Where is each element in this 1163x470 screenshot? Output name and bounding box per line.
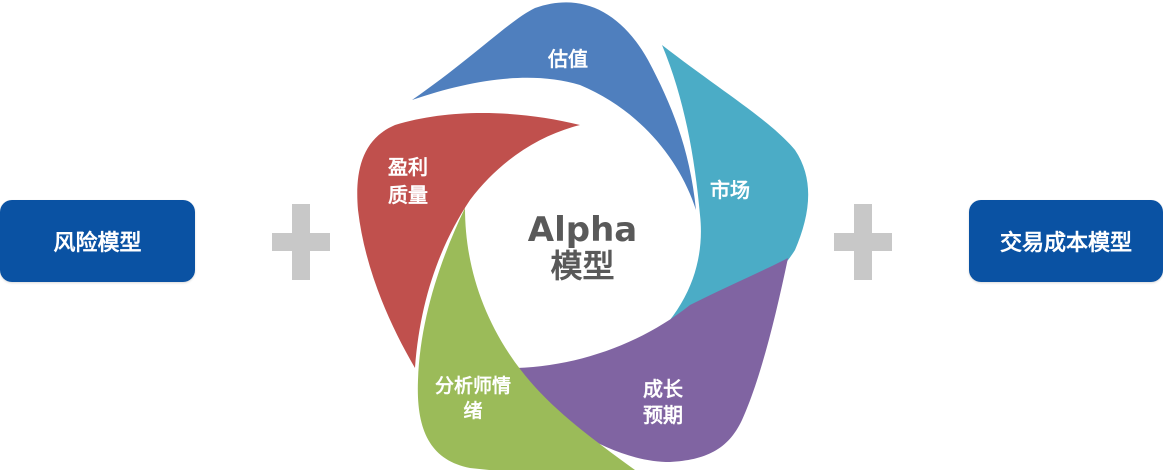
label-growth-2: 预期 [643,403,683,427]
alpha-wheel-diagram: 估值 市场 成长 预期 分析师情 绪 盈利 质量 [357,2,809,470]
label-market: 市场 [710,178,750,202]
transaction-cost-model-box: 交易成本模型 [969,200,1163,282]
alpha-model-center-label: Alpha 模型 [500,212,665,284]
segment-valuation [412,2,696,210]
plus-icon-right [834,204,892,280]
label-earnings-1: 盈利 [387,155,428,179]
plus-icon-left [272,204,330,280]
label-valuation: 估值 [547,47,588,71]
transaction-cost-model-label: 交易成本模型 [999,231,1132,256]
center-line-1: Alpha [527,210,638,250]
label-growth-1: 成长 [643,377,684,401]
segment-growth [500,258,788,462]
segment-earnings [357,112,580,368]
risk-model-label: 风险模型 [53,231,142,256]
center-line-2: 模型 [550,247,615,285]
label-earnings-2: 质量 [388,183,428,207]
segment-analyst [417,208,635,470]
label-analyst-2: 绪 [463,399,482,422]
label-analyst-1: 分析师情 [435,374,511,397]
risk-model-box: 风险模型 [0,200,195,282]
